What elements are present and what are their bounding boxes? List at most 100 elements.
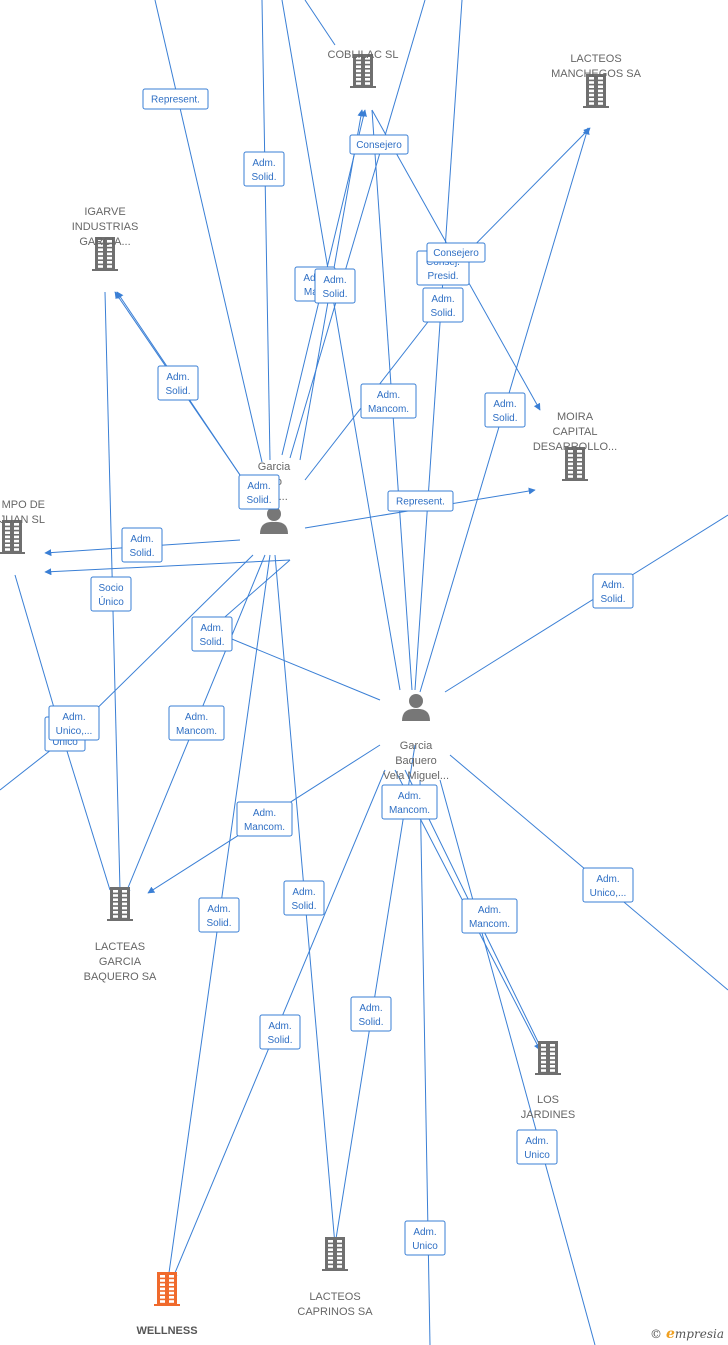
edge-label-line: Presid. xyxy=(427,271,458,282)
node-label: LACTEOS CAPRINOS SA xyxy=(297,1291,373,1318)
node-label-line: LACTEOS xyxy=(570,53,621,65)
edge-label[interactable]: Adm.Solid. xyxy=(121,527,163,563)
edge-label-text: Adm.Unico,... xyxy=(590,874,627,899)
edge-label[interactable]: Consejero xyxy=(349,134,409,155)
edge-label[interactable]: Adm. Mancom. xyxy=(360,383,417,419)
edge-label-line: Adm. xyxy=(377,390,400,401)
node-label-line: Baquero xyxy=(395,755,437,767)
building-icon xyxy=(535,1041,561,1075)
edge-label[interactable]: Consejero xyxy=(426,242,486,263)
edge-line xyxy=(419,779,431,1345)
building-icon xyxy=(350,54,376,88)
edge-label-text: Adm.Mancom. xyxy=(469,905,510,930)
edge-label-box xyxy=(314,268,356,304)
node-lacteos-caprinos[interactable]: LACTEOS CAPRINOS SA xyxy=(297,1237,373,1318)
node-wellness[interactable]: WELLNESS xyxy=(136,1272,198,1337)
node-coblilac[interactable]: COBLILAC SL xyxy=(328,49,399,88)
edge-label-box xyxy=(592,573,634,609)
edge-label[interactable]: Adm.Solid. xyxy=(350,996,392,1032)
edge-label-box xyxy=(236,801,293,837)
empresia-logo[interactable]: ©empresia xyxy=(650,1326,724,1342)
edge-label[interactable]: Adm.Solid. xyxy=(283,880,325,916)
node-label-line: CAPRINOS SA xyxy=(297,1306,373,1318)
edge-line xyxy=(414,0,463,691)
edge-label-line: Adm. xyxy=(268,1021,291,1032)
edge-label-text: Adm.Solid. xyxy=(206,904,231,929)
edge-line xyxy=(289,0,426,459)
edge-label-box xyxy=(404,1220,446,1256)
node-label-line: LACTEAS xyxy=(95,941,145,953)
edge-label-text: Consejero xyxy=(433,248,479,259)
node-label-line: LACTEOS xyxy=(309,1291,360,1303)
edge-label-text: Consejero xyxy=(356,140,402,151)
edge-label-text: Adm.Mancom. xyxy=(244,808,285,833)
edge-line xyxy=(44,559,291,576)
edge-label-line: Consejero xyxy=(356,140,402,151)
edge-label[interactable]: Adm.Unico xyxy=(516,1129,558,1165)
edge-label[interactable]: Adm.Unico,... xyxy=(48,705,100,741)
edge-label-line: Solid. xyxy=(251,172,276,183)
edge-label[interactable]: Adm. Solid. xyxy=(422,287,464,323)
edge-line xyxy=(439,779,596,1345)
edge-label[interactable]: Adm.Mancom. xyxy=(168,705,225,741)
node-label-line: MPO DE xyxy=(2,499,45,511)
edge-label-line: Adm. xyxy=(493,399,516,410)
node-label-line: IGARVE xyxy=(84,206,125,218)
edge-label-line: Mancom. xyxy=(368,404,409,415)
edge-label-line: Adm. xyxy=(359,1003,382,1014)
edge-label[interactable]: Represent. xyxy=(142,88,209,110)
edge-label[interactable]: Adm.Solid. xyxy=(191,616,233,652)
node-label: WELLNESS xyxy=(136,1325,197,1337)
edge-label[interactable]: Adm.Mancom. xyxy=(461,898,518,934)
edge-label-text: Adm.Unico,... xyxy=(56,712,93,737)
edge-label-line: Único xyxy=(98,595,124,608)
edge-label[interactable]: Adm.Solid. xyxy=(238,474,280,510)
edge-label-line: Adm. xyxy=(398,791,421,802)
edge-label-box xyxy=(582,867,634,903)
edge-label-box xyxy=(157,365,199,401)
edge-label-box xyxy=(484,392,526,428)
edge-label-box xyxy=(243,151,285,187)
node-label-line: LOS xyxy=(537,1094,559,1106)
copyright-symbol: © xyxy=(650,1327,662,1341)
edge-label[interactable]: Adm.Mancom. xyxy=(381,784,438,820)
edge-label[interactable]: Adm.Unico xyxy=(404,1220,446,1256)
edge-label[interactable]: Adm.Solid. xyxy=(243,151,285,187)
edge-label-text: Adm.Solid. xyxy=(600,580,625,605)
edge-label-text: Adm.Solid. xyxy=(291,887,316,912)
edge-label-line: Solid. xyxy=(430,308,455,319)
edge-label-line: Mancom. xyxy=(469,919,510,930)
edge-label[interactable]: Adm.Solid. xyxy=(484,392,526,428)
edge-label-line: Adm. xyxy=(292,887,315,898)
building-icon xyxy=(583,74,609,108)
node-label-line: MOIRA xyxy=(557,411,594,423)
brand-initial: e xyxy=(666,1326,675,1342)
edge-label-box xyxy=(121,527,163,563)
edge-label-text: Adm.Solid. xyxy=(322,275,347,300)
edge-label[interactable]: Adm.Unico,... xyxy=(582,867,634,903)
edge-label-line: Adm. xyxy=(431,294,454,305)
edge-label-box xyxy=(349,134,409,155)
edge-label-text: Adm.Mancom. xyxy=(389,791,430,816)
edge-label[interactable]: Adm.Solid. xyxy=(259,1014,301,1050)
svg-text:©empresia: ©empresia xyxy=(650,1326,724,1342)
edge-label-line: Mancom. xyxy=(244,822,285,833)
edge-label[interactable]: Adm.Solid. xyxy=(592,573,634,609)
edge-label[interactable]: Adm.Solid. xyxy=(314,268,356,304)
edge-label[interactable]: Represent. xyxy=(387,490,454,512)
edge-line xyxy=(332,744,416,1246)
edge-label-box xyxy=(90,576,132,612)
edge-label-line: Adm. xyxy=(200,623,223,634)
edge-label[interactable]: Adm.Solid. xyxy=(157,365,199,401)
edge-label[interactable]: Adm.Solid. xyxy=(198,897,240,933)
edge-label-line: Unico,... xyxy=(56,726,93,737)
edge-label[interactable]: Adm.Mancom. xyxy=(236,801,293,837)
